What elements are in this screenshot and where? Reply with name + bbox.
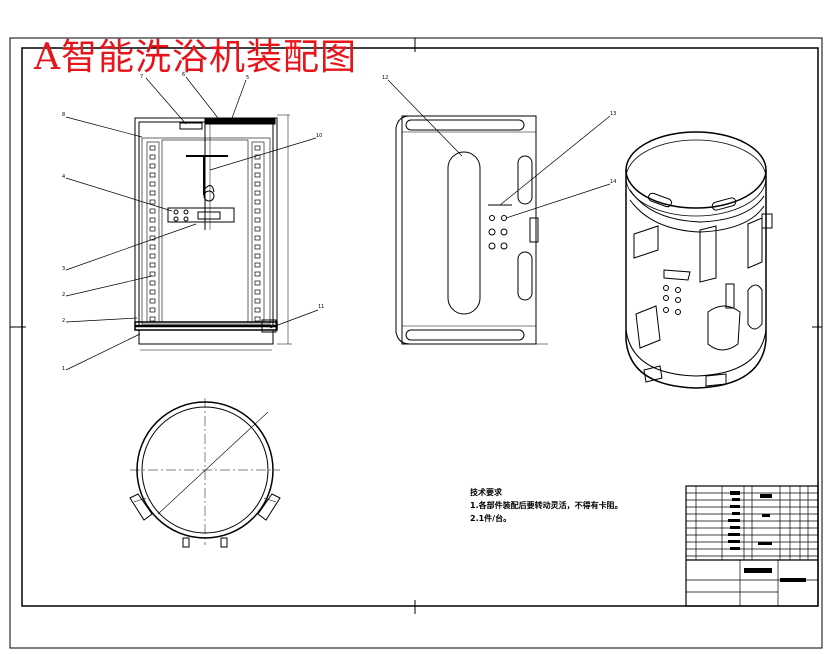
panel-hole	[149, 235, 156, 241]
panel-hole	[254, 298, 261, 304]
panel-hole	[149, 208, 156, 214]
panel-hole	[149, 226, 156, 232]
panel-hole	[254, 199, 261, 205]
panel-hole	[149, 172, 156, 178]
svg-text:13: 13	[610, 111, 616, 117]
panel-hole	[254, 163, 261, 169]
front-view-numbers: 8 7 6 5 10 4 3 2 2 1 11	[62, 72, 324, 372]
panel-hole	[254, 244, 261, 250]
panel-hole	[149, 280, 156, 286]
svg-text:7: 7	[140, 74, 143, 80]
panel-hole	[254, 190, 261, 196]
panel-hole	[254, 226, 261, 232]
panel-hole	[254, 271, 261, 277]
panel-hole	[149, 289, 156, 295]
panel-hole	[149, 199, 156, 205]
panel-hole	[149, 163, 156, 169]
panel-hole	[254, 262, 261, 268]
panel-hole	[149, 316, 156, 322]
front-view	[134, 114, 292, 351]
svg-text:4: 4	[62, 174, 65, 180]
panel-hole	[254, 253, 261, 259]
svg-text:1: 1	[62, 366, 65, 372]
technical-requirement-item-2: 2.1件/台。	[470, 514, 512, 523]
isometric-view	[625, 131, 773, 389]
panel-hole	[254, 208, 261, 214]
side-view-leaders	[387, 79, 611, 219]
panel-hole	[254, 154, 261, 160]
panel-hole	[254, 280, 261, 286]
panel-hole	[254, 181, 261, 187]
panel-hole	[149, 253, 156, 259]
front-view-leaders	[65, 76, 319, 371]
svg-text:5: 5	[246, 75, 249, 81]
top-view	[129, 398, 281, 548]
panel-hole	[149, 307, 156, 313]
svg-text:6: 6	[182, 72, 185, 78]
panel-hole	[149, 244, 156, 250]
side-view	[395, 115, 548, 345]
panel-hole	[254, 145, 261, 151]
panel-hole	[254, 289, 261, 295]
technical-requirement-item-1: 1.各部件装配后要转动灵活，不得有卡阻。	[470, 501, 623, 510]
svg-text:2: 2	[62, 292, 65, 298]
svg-text:12: 12	[382, 75, 388, 81]
panel-hole	[149, 145, 156, 151]
panel-hole	[149, 181, 156, 187]
technical-requirements: 技术要求 1.各部件装配后要转动灵活，不得有卡阻。 2.1件/台。	[470, 486, 670, 525]
svg-text:8: 8	[62, 112, 65, 118]
panel-hole	[149, 262, 156, 268]
panel-hole	[254, 307, 261, 313]
svg-text:11: 11	[318, 304, 324, 310]
panel-hole	[149, 190, 156, 196]
outer-border	[9, 37, 823, 649]
svg-text:14: 14	[610, 179, 616, 185]
panel-hole	[254, 217, 261, 223]
svg-text:3: 3	[62, 266, 65, 272]
technical-requirements-heading: 技术要求	[470, 488, 502, 497]
svg-text:10: 10	[316, 133, 322, 139]
panel-hole	[149, 217, 156, 223]
panel-hole	[254, 235, 261, 241]
side-view-numbers: 12 13 14	[382, 75, 616, 185]
panel-hole	[254, 172, 261, 178]
panel-hole	[254, 316, 261, 322]
svg-text:2: 2	[62, 318, 65, 324]
panel-hole	[149, 154, 156, 160]
title-block	[685, 485, 819, 607]
page-title: A智能洗浴机装配图	[34, 37, 357, 78]
panel-hole	[149, 298, 156, 304]
panel-hole	[149, 271, 156, 277]
